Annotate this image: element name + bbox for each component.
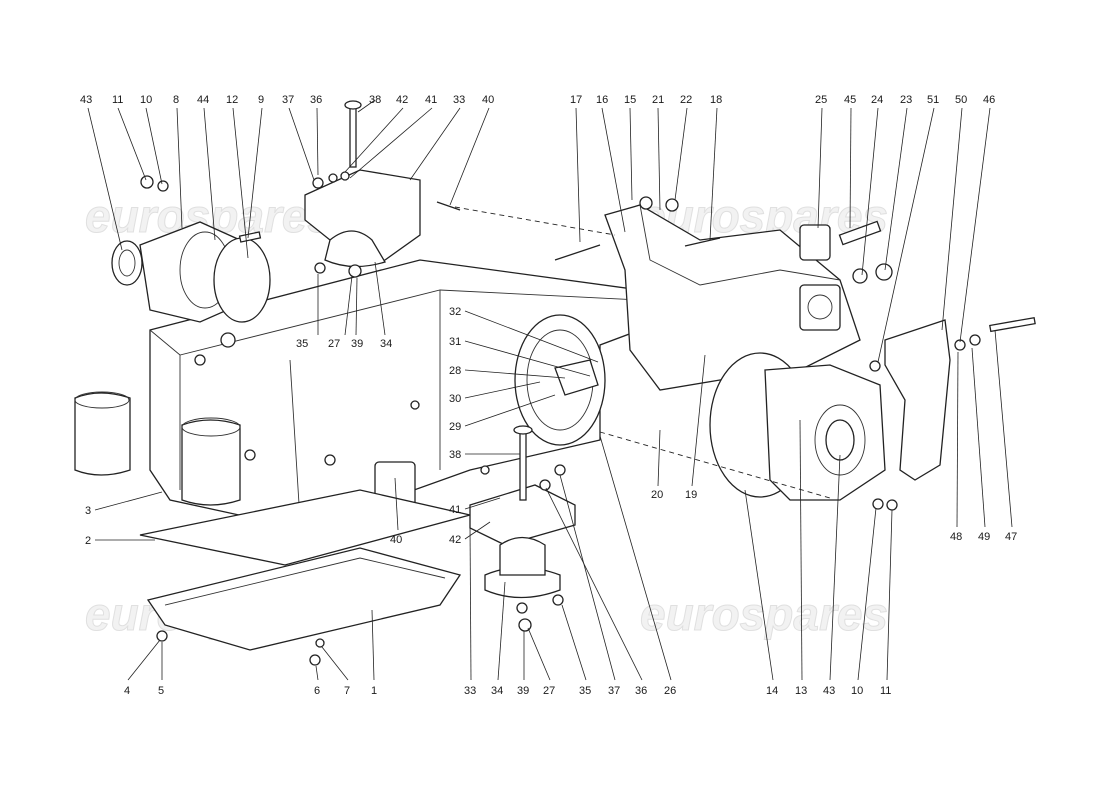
- callout-label: 27: [328, 338, 340, 350]
- callout-label: 49: [978, 531, 990, 543]
- callout-label: 21: [652, 94, 664, 106]
- lower-engine-mount: [469, 425, 576, 632]
- callout-label: 25: [815, 94, 827, 106]
- callout-label: 41: [425, 94, 437, 106]
- callout-label: 14: [766, 685, 778, 697]
- callout-label: 3: [85, 505, 91, 517]
- callout-label: 5: [158, 685, 164, 697]
- upper-engine-mount: [304, 100, 461, 278]
- callout-label: 1: [371, 685, 377, 697]
- leader-lines: [87, 99, 1013, 681]
- callout-label: 35: [579, 685, 591, 697]
- callout-label: 13: [795, 685, 807, 697]
- callout-label: 35: [296, 338, 308, 350]
- rear-mount-bracket: [869, 316, 1036, 481]
- callout-label: 28: [449, 365, 461, 377]
- callout-label: 36: [310, 94, 322, 106]
- callout-label: 22: [680, 94, 692, 106]
- callout-label: 40: [482, 94, 494, 106]
- callout-label: 47: [1005, 531, 1017, 543]
- callout-label: 34: [491, 685, 503, 697]
- callout-label: 17: [570, 94, 582, 106]
- callout-label: 33: [453, 94, 465, 106]
- callout-label: 48: [950, 531, 962, 543]
- callout-label: 33: [464, 685, 476, 697]
- callout-label: 41: [449, 504, 461, 516]
- callout-label: 2: [85, 535, 91, 547]
- callout-labels: 43 11 10 8 44 12 9 37 36 38 42 41 33 40 …: [80, 94, 1017, 697]
- callout-label: 50: [955, 94, 967, 106]
- callout-label: 20: [651, 489, 663, 501]
- callout-label: 43: [80, 94, 92, 106]
- callout-label: 32: [449, 306, 461, 318]
- callout-label: 27: [543, 685, 555, 697]
- differential-housing: [554, 196, 893, 391]
- callout-label: 42: [449, 534, 461, 546]
- callout-label: 18: [710, 94, 722, 106]
- callout-label: 16: [596, 94, 608, 106]
- alignment-lines: [454, 206, 831, 499]
- callout-label: 10: [140, 94, 152, 106]
- callout-label: 51: [927, 94, 939, 106]
- callout-label: 12: [226, 94, 238, 106]
- callout-label: 34: [380, 338, 392, 350]
- callout-label: 39: [517, 685, 529, 697]
- callout-label: 4: [124, 685, 130, 697]
- callout-label: 36: [635, 685, 647, 697]
- oil-filter: [74, 391, 241, 506]
- callout-label: 30: [449, 393, 461, 405]
- callout-label: 37: [282, 94, 294, 106]
- callout-label: 45: [844, 94, 856, 106]
- callout-label: 23: [900, 94, 912, 106]
- bell-housing: [709, 352, 898, 511]
- callout-label: 46: [983, 94, 995, 106]
- callout-label: 7: [344, 685, 350, 697]
- callout-label: 31: [449, 336, 461, 348]
- callout-label: 11: [112, 94, 123, 106]
- callout-label: 29: [449, 421, 461, 433]
- callout-label: 42: [396, 94, 408, 106]
- oil-pan-and-gasket: [139, 489, 471, 666]
- callout-label: 11: [880, 685, 891, 697]
- callout-label: 9: [258, 94, 264, 106]
- callout-label: 43: [823, 685, 835, 697]
- callout-label: 44: [197, 94, 209, 106]
- callout-label: 19: [685, 489, 697, 501]
- callout-label: 8: [173, 94, 179, 106]
- front-cover-and-seal: [111, 175, 271, 323]
- callout-label: 38: [369, 94, 381, 106]
- callout-label: 39: [351, 338, 363, 350]
- callout-label: 15: [624, 94, 636, 106]
- callout-label: 24: [871, 94, 883, 106]
- watermark-bottom-right: eurospares: [640, 588, 888, 640]
- callout-label: 26: [664, 685, 676, 697]
- callout-label: 38: [449, 449, 461, 461]
- callout-label: 10: [851, 685, 863, 697]
- callout-label: 40: [390, 534, 402, 546]
- callout-label: 6: [314, 685, 320, 697]
- callout-label: 37: [608, 685, 620, 697]
- watermark-top-left: eurospares: [85, 190, 333, 242]
